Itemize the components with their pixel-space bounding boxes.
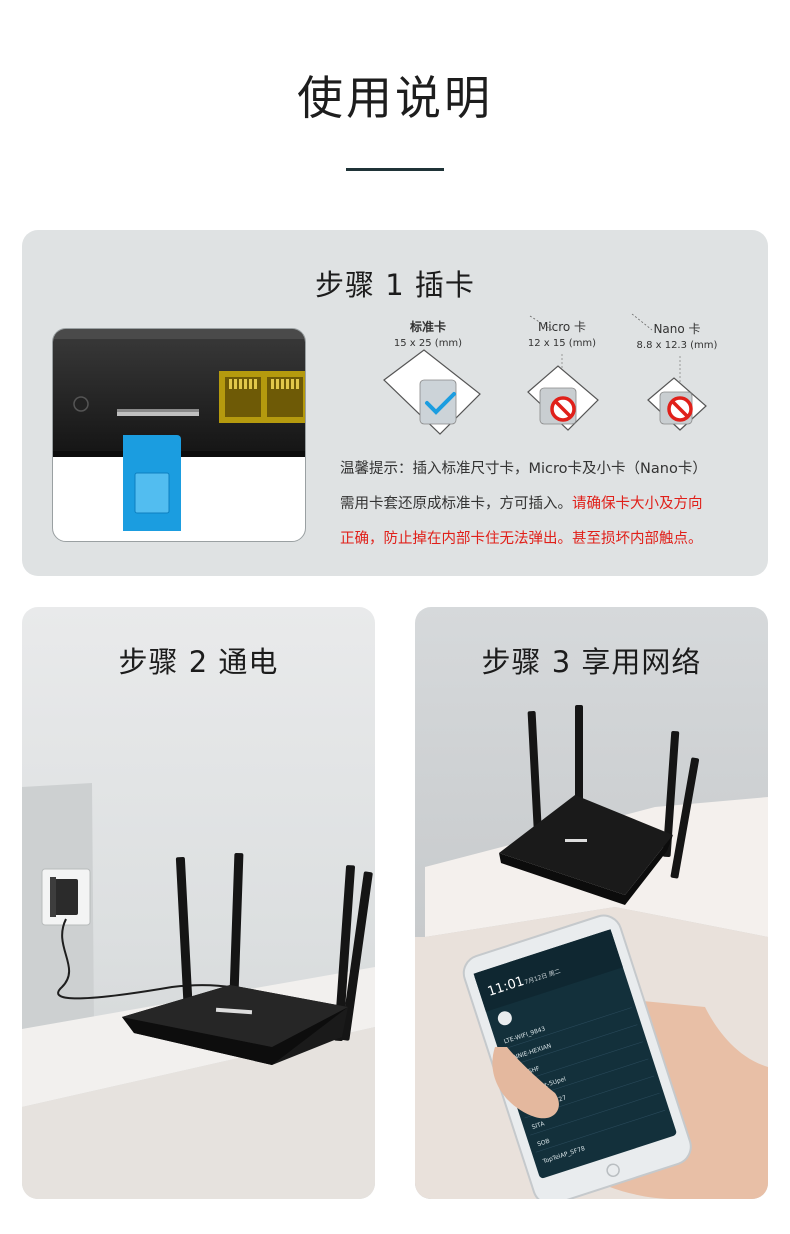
tip-line2: 需用卡套还原成标准卡，方可插入。请确保卡大小及方向 (340, 487, 750, 522)
title-underline (346, 168, 444, 171)
sim-spec-micro: Micro 卡 12 x 15 (mm) (512, 318, 612, 349)
step2-card: 步骤 2 通电 (22, 607, 375, 1199)
sim-name-standard: 标准卡 (409, 320, 446, 334)
sim-name-micro: Micro 卡 (537, 320, 587, 334)
wall-socket-icon (41, 868, 91, 926)
sim-dims-micro: 12 x 15 (mm) (527, 338, 597, 349)
standard-sim-icon (383, 349, 481, 435)
sim-dims-nano: 8.8 x 12.3 (mm) (636, 340, 718, 351)
tip-line2-normal: 需用卡套还原成标准卡，方可插入。 (340, 496, 572, 512)
tip-line3-warning: 正确，防止掉在内部卡住无法弹出。甚至损坏内部触点。 (340, 531, 703, 547)
router-power-scene (22, 783, 375, 1199)
sim-spec-nano: Nano 卡 8.8 x 12.3 (mm) (622, 320, 732, 351)
step1-card: 步骤 1 插卡 (22, 230, 768, 576)
tip-line1: 温馨提示：插入标准尺寸卡，Micro卡及小卡（Nano卡） (340, 461, 707, 477)
page-title: 使用说明 (297, 71, 493, 125)
sim-spec-standard: 标准卡 15 x 25 (mm) (378, 318, 478, 349)
step3-title: 步骤 3 享用网络 (481, 645, 702, 679)
step2-title: 步骤 2 通电 (118, 645, 279, 679)
micro-sim-icon (527, 365, 599, 431)
wifi-item-5: SITA (531, 1120, 546, 1131)
tip-text: 温馨提示：插入标准尺寸卡，Micro卡及小卡（Nano卡） 需用卡套还原成标准卡… (340, 452, 750, 557)
sim-slot-illustration (53, 329, 305, 531)
network-enjoy-scene: 11:01 7月12日 周二 LTE-WIFI_9843 ANNIE-HEXIA… (415, 705, 768, 1199)
sim-name-nano: Nano 卡 (653, 322, 701, 336)
step1-title: 步骤 1 插卡 (315, 268, 475, 302)
sim-dims-standard: 15 x 25 (mm) (393, 338, 463, 349)
tip-line2-warning: 请确保卡大小及方向 (572, 496, 703, 512)
nano-sim-icon (647, 377, 707, 431)
sim-slot-photo (52, 328, 306, 542)
smartphone-icon: 11:01 7月12日 周二 LTE-WIFI_9843 ANNIE-HEXIA… (462, 914, 692, 1199)
step3-card: 11:01 7月12日 周二 LTE-WIFI_9843 ANNIE-HEXIA… (415, 607, 768, 1199)
wifi-item-6: SOB (536, 1138, 550, 1149)
